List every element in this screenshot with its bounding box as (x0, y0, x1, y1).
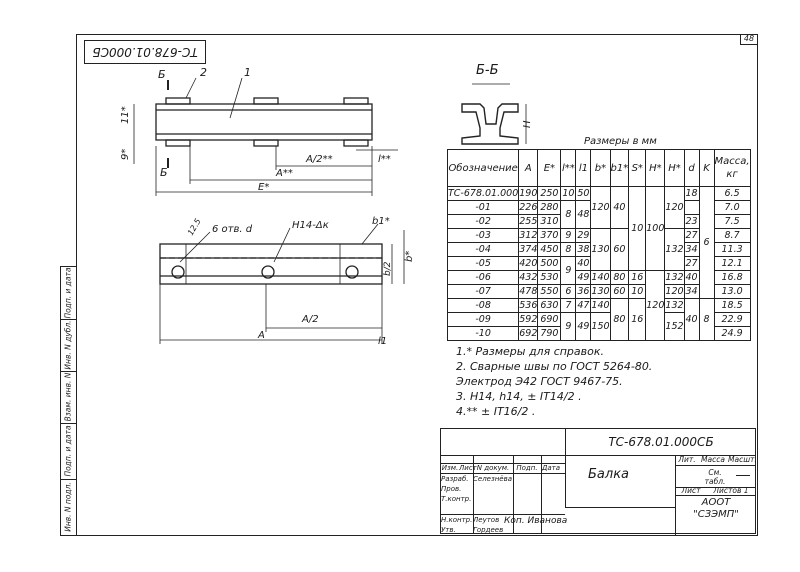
hole-2 (261, 265, 275, 279)
copied-by: Коп. Иванова (504, 516, 568, 526)
table-row: -03 312 370 9 29 130 60 132 27 8.7 (446, 228, 751, 271)
note-3: 3. H14, h14, ± IT14/2 . (456, 390, 582, 403)
note-2b: Электрод Э42 ГОСТ 9467-75. (456, 375, 623, 388)
label-section-b-bottom: Б (160, 166, 168, 179)
table-row: -08 536 630 7 47 140 80 16 132 40 8 18.5 (446, 298, 751, 341)
table-row: -07 478 550 6 36 130 60 10 120 34 13.0 (446, 284, 751, 299)
dim-a: A (257, 330, 265, 341)
beam-plan-body (159, 243, 383, 285)
beam-top-lug-left (165, 97, 191, 105)
stamp-mass: Масса (701, 455, 725, 464)
dim-a2-star: A/2** (305, 154, 333, 165)
table-row: -09 592 690 9 49 150 152 22.9 (446, 312, 751, 341)
strip-cell-3: Взам. инв. N (60, 371, 76, 424)
section-profile (461, 103, 519, 145)
hole-3 (345, 265, 359, 279)
table-header-row: Обозначение A E* l** l1 b* b1* S* H* H* … (446, 149, 751, 187)
stamp-lit: Лит. (678, 455, 696, 464)
hole-1 (171, 265, 185, 279)
sheet-corner-number: 48 (743, 34, 755, 43)
section-dim-h: H (522, 120, 533, 128)
dim-a-star: A** (275, 168, 293, 179)
label-holes: 6 отв. d (212, 224, 253, 235)
stamp-sheet: Лист (681, 486, 701, 495)
note-4: 4.** ± IT16/2 . (456, 405, 536, 418)
mirrored-code-box: ТС-678.01.000СБ (84, 40, 206, 64)
corner-box: 48 (740, 34, 757, 45)
label-section-b: Б (158, 68, 166, 81)
note-1: 1.* Размеры для справок. (456, 345, 605, 358)
table-row: -06 432 530 49 140 80 16 120 132 40 16.8 (446, 270, 751, 341)
stamp-org-1: АООТ (701, 497, 731, 508)
stamp-scale: Масшт. (728, 455, 757, 464)
strip-cell-2: Инв. N дубл. (60, 319, 76, 372)
note-2: 2. Сварные швы по ГОСТ 5264-80. (456, 360, 653, 373)
dim-b-half: b/2 (383, 261, 393, 276)
dim-r: 12.5 (186, 217, 203, 237)
stamp-sheets: Листов 1 (713, 486, 749, 495)
notes: 1.* Размеры для справок. 2. Сварные швы … (456, 344, 652, 419)
table-row: -04 374 450 8 38 34 11.3 (446, 242, 751, 257)
drawing-frame (76, 34, 758, 536)
dim-b-star: b* (404, 251, 415, 262)
dim-e-star: E* (258, 182, 269, 193)
dim-l-star: l** (378, 154, 391, 165)
stamp-name: Балка (588, 467, 630, 482)
table-caption: Размеры в мм (584, 136, 657, 147)
dim-11: 11* (120, 106, 131, 124)
section-title: Б-Б (476, 63, 499, 78)
dim-b1: b1* (372, 216, 390, 227)
stamp-code: ТС-678.01.000СБ (608, 435, 714, 449)
table-row: -10 692 790 24.9 (446, 326, 751, 341)
strip-cell-4: Подп. и дата (60, 423, 76, 480)
strip-cell-1: Подп. и дата (60, 267, 76, 320)
label-roughness: H14-Δк (292, 220, 329, 231)
stamp-org-2: "СЗЭМП" (693, 509, 739, 520)
label-part-1: 1 (244, 66, 251, 79)
stamp-mass-value: См. табл. (704, 468, 726, 486)
table-row: ТС-678.01.000 190 250 10 50 120 40 10 10… (446, 186, 751, 299)
table-row: -01 226 280 8 48 7.0 (446, 200, 751, 229)
title-block: ТС-678.01.000СБ Изм. Лист N докум. Подп.… (440, 428, 757, 535)
dim-l1: l1 (378, 336, 387, 347)
dimension-table: Обозначение A E* l** l1 b* b1* S* H* H* … (446, 149, 751, 341)
label-part-2: 2 (200, 66, 207, 79)
side-strip: Подп. и дата Инв. N дубл. Взам. инв. N П… (60, 266, 77, 536)
dim-a-half: A/2 (301, 314, 319, 325)
dim-9: 9* (120, 149, 131, 160)
